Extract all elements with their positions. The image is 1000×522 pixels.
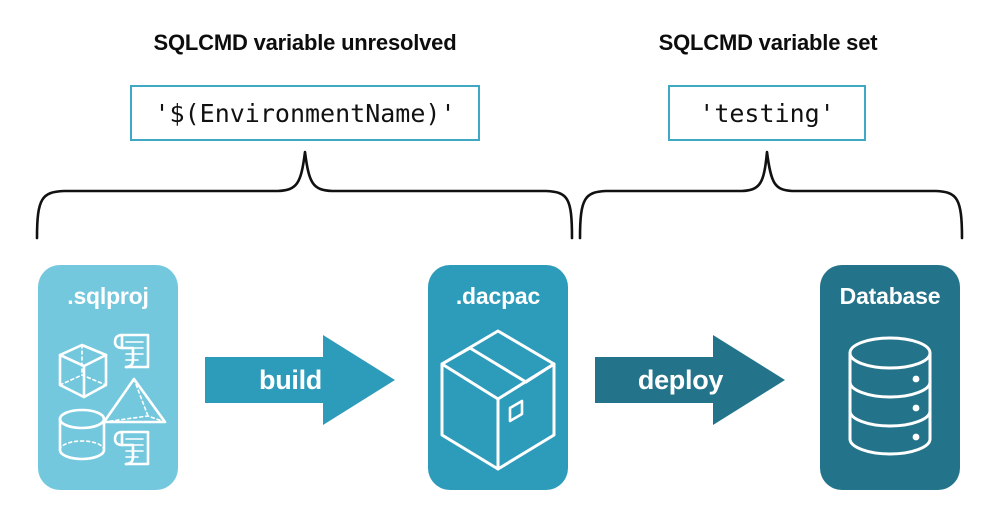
scroll-icon	[113, 430, 150, 466]
package-box-icon	[440, 329, 556, 471]
scroll-icon	[113, 333, 150, 369]
code-box-environment-name: '$(EnvironmentName)'	[130, 85, 480, 141]
node-dacpac[interactable]: .dacpac	[428, 265, 568, 490]
arrow-deploy: deploy	[595, 335, 785, 425]
node-database[interactable]: Database	[820, 265, 960, 490]
cube-wireframe-icon	[58, 343, 108, 399]
pyramid-wireframe-icon	[102, 377, 167, 424]
group-heading-build: SQLCMD variable unresolved	[153, 30, 457, 55]
arrow-build-path	[205, 335, 395, 425]
code-box-testing: 'testing'	[668, 85, 866, 141]
node-dacpac-label: .dacpac	[455, 283, 541, 309]
database-artwork	[848, 336, 932, 456]
database-cylinder-icon	[848, 336, 932, 456]
node-sqlproj[interactable]: .sqlproj	[38, 265, 178, 490]
node-sqlproj-label: .sqlproj	[67, 283, 149, 309]
arrow-build-shape	[205, 335, 395, 425]
arrow-deploy-path	[595, 335, 785, 425]
code-value-testing: 'testing'	[699, 98, 835, 128]
node-database-label: Database	[839, 283, 941, 309]
cylinder-wireframe-icon	[58, 408, 106, 461]
sqlproj-artwork	[58, 333, 167, 466]
code-value-environment-name: '$(EnvironmentName)'	[154, 98, 456, 128]
arrow-deploy-shape	[595, 335, 785, 425]
group-heading-deploy: SQLCMD variable set	[658, 30, 878, 55]
brace-right-icon	[578, 150, 964, 240]
arrow-build: build	[205, 335, 395, 425]
brace-left-icon	[35, 150, 574, 240]
dacpac-artwork	[440, 329, 556, 471]
